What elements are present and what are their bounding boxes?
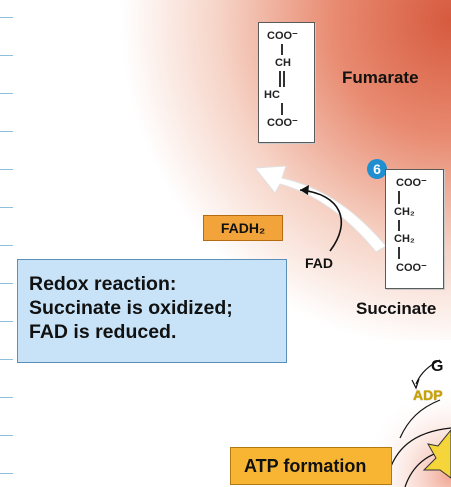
atp-formation-box: ATP formation [230,447,392,485]
succinate-structure: COO⁻ CH₂ CH₂ COO⁻ [385,169,444,289]
partial-curved-arrows [415,359,441,385]
fad-label: FAD [305,255,333,271]
fumarate-top-carboxylate: COO⁻ [267,30,298,42]
redox-callout-box: Redox reaction: Succinate is oxidized; F… [17,259,287,363]
succinate-ch2-lower: CH₂ [394,233,415,245]
fadh2-label-box: FADH₂ [203,215,283,241]
fumarate-label: Fumarate [342,68,419,87]
succinate-top-carboxylate: COO⁻ [396,177,427,189]
reaction-arrow [254,165,387,253]
succinate-label: Succinate [356,299,437,318]
redox-line-3: FAD is reduced. [29,321,177,343]
fad-curved-arrow [299,189,343,252]
fumarate-structure: COO⁻ CH HC COO⁻ [258,22,315,143]
energy-star-shape [422,429,451,479]
fumarate-ch-upper: CH [275,57,291,69]
fumarate-bottom-carboxylate: COO⁻ [267,117,298,129]
partial-g-label: G [431,358,444,375]
redox-line-1: Redox reaction: [29,273,177,295]
succinate-ch2-upper: CH₂ [394,206,415,218]
redox-line-2: Succinate is oxidized; [29,297,233,319]
partial-adp-label: ADP [413,387,443,403]
succinate-bottom-carboxylate: COO⁻ [396,262,427,274]
fumarate-hc-lower: HC [264,89,280,101]
step-number-badge: 6 [367,159,387,179]
